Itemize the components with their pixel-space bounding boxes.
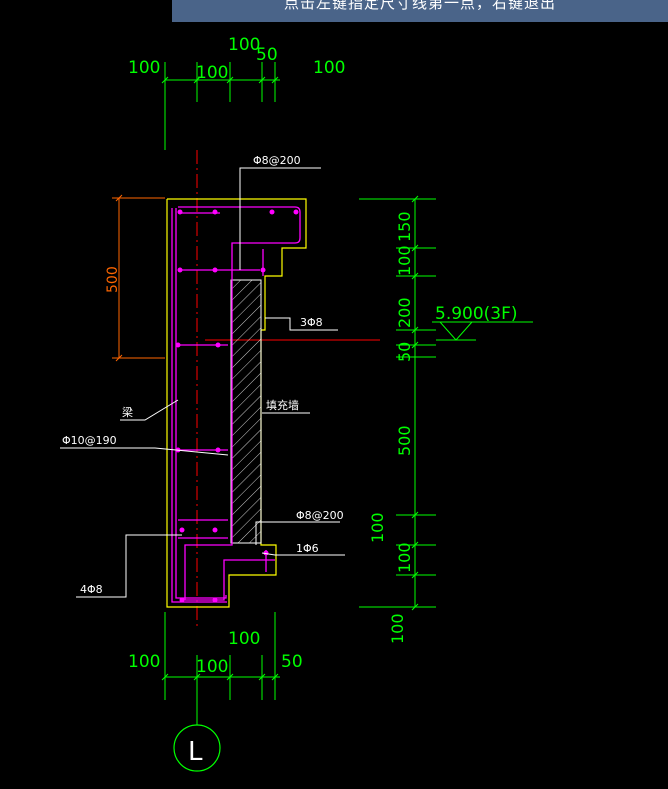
label-infill-wall: 填充墙	[266, 398, 299, 412]
top-dim-middle: 100	[196, 63, 228, 83]
axis-bubble-label: L	[188, 737, 203, 767]
infill-wall-hatch	[230, 279, 262, 544]
label-top-stirrup: Φ8@200	[253, 154, 301, 167]
right-dim-2: 100	[395, 245, 414, 276]
axis-bubble	[173, 724, 221, 772]
label-ledge-bars: 3Φ8	[300, 316, 323, 329]
elevation-marker	[432, 321, 533, 341]
rebar-dots	[175, 209, 299, 603]
bottom-dimension-chain	[161, 612, 280, 700]
right-dim-3: 200	[395, 297, 414, 328]
elevation-label: 5.900(3F)	[435, 304, 518, 324]
top-dimension-chain	[161, 62, 280, 150]
bottom-dim-right-small: 50	[281, 652, 303, 672]
top-dim-right-small: 50	[256, 45, 278, 65]
leader-lines	[60, 167, 345, 598]
bottom-dim-middle: 100	[196, 657, 228, 677]
right-dim-6: 100	[368, 512, 387, 543]
command-prompt-text: 点击左键指定尺寸线第一点，右键退出	[283, 0, 556, 12]
bottom-dim-upper-overall: 100	[228, 629, 260, 649]
right-dim-1: 150	[395, 211, 414, 242]
right-dim-5: 500	[395, 425, 414, 456]
right-dim-8: 100	[388, 613, 407, 644]
label-bottom-bar: 1Φ6	[296, 542, 319, 555]
right-dim-7: 100	[395, 542, 414, 573]
top-dim-upper-overall: 100	[228, 35, 260, 55]
top-dim-far-right: 100	[313, 58, 345, 78]
bottom-dim-left: 100	[128, 652, 160, 672]
left-height-dimension	[112, 194, 165, 362]
right-dimension-chain	[359, 195, 436, 611]
top-dim-left: 100	[128, 58, 160, 78]
right-dim-4: 50	[395, 342, 414, 362]
label-vertical-bars: Φ10@190	[62, 434, 117, 447]
label-beam: 梁	[122, 405, 133, 419]
label-bottom-stirrup: Φ8@200	[296, 509, 344, 522]
label-bottom-bars: 4Φ8	[80, 583, 103, 596]
command-prompt-bar: 点击左键指定尺寸线第一点，右键退出	[172, 0, 668, 22]
left-height-dim-text: 500	[105, 266, 121, 293]
